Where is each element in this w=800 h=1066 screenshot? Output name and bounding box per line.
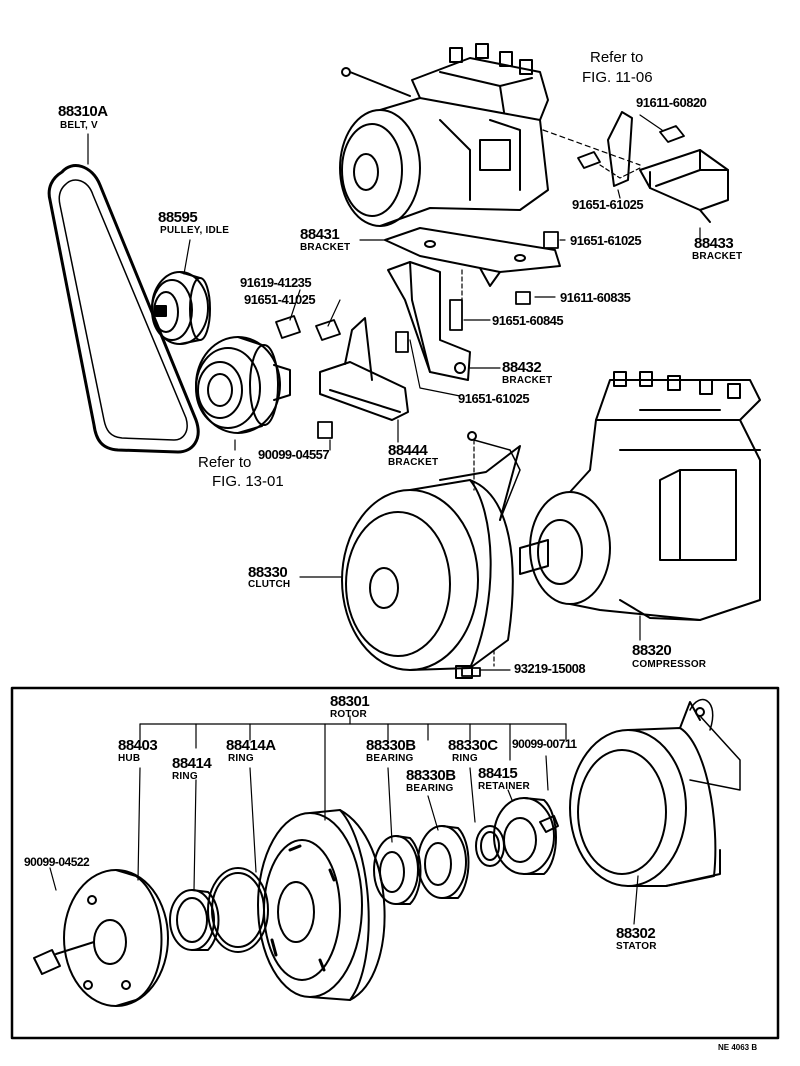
- bracket-88432-name: BRACKET: [502, 375, 553, 386]
- fastener-90099-00711: 90099-00711: [512, 737, 577, 751]
- fasteners-drawing: [275, 125, 685, 677]
- bearing-upper-name: BEARING: [366, 753, 414, 764]
- bracket-88431-number: 88431: [300, 226, 340, 243]
- idle-pulley-drawing: [151, 271, 211, 345]
- retainer-number: 88415: [478, 765, 518, 782]
- crank-pulley-drawing: [195, 336, 291, 434]
- fastener-93219-15008: 93219-15008: [514, 661, 586, 676]
- bracket-88432-number: 88432: [502, 359, 542, 376]
- ref-fig-13-01-line1: Refer to: [198, 454, 252, 471]
- fastener-91651-61025-c: 91651-61025: [458, 391, 530, 406]
- stator-name: STATOR: [616, 941, 657, 952]
- compressor-name: COMPRESSOR: [632, 659, 707, 670]
- fastener-91651-60845: 91651-60845: [492, 313, 564, 328]
- clutch-name: CLUTCH: [248, 579, 291, 590]
- bracket-fig-11-06-drawing: [607, 111, 633, 187]
- rotor-number: 88301: [330, 693, 370, 710]
- ring-88330c-name: RING: [452, 753, 478, 764]
- hub-number: 88403: [118, 737, 158, 754]
- ref-fig-11-06-line2: FIG. 11-06: [582, 69, 653, 86]
- stator-number: 88302: [616, 925, 656, 942]
- fastener-91611-60835: 91611-60835: [560, 290, 631, 305]
- bearing-lower-number: 88330B: [406, 767, 456, 784]
- ring-88414a-number: 88414A: [226, 737, 276, 754]
- rotor-drawing: [257, 809, 386, 1001]
- upper-compressor-drawing: [339, 43, 549, 227]
- bracket-88432-drawing: [387, 261, 471, 381]
- bracket-88433-number: 88433: [694, 235, 734, 252]
- fastener-91651-61025-b: 91651-61025: [570, 233, 642, 248]
- fastener-91651-61025-a: 91651-61025: [572, 197, 644, 212]
- hub-drawing: [33, 869, 169, 1007]
- ring-88414-number: 88414: [172, 755, 212, 772]
- bracket-88444-name: BRACKET: [388, 457, 439, 468]
- bearing-upper-number: 88330B: [366, 737, 416, 754]
- clutch-drawing: [341, 431, 521, 679]
- ref-fig-13-01-line2: FIG. 13-01: [212, 473, 284, 490]
- fastener-91619-41235: 91619-41235: [240, 275, 312, 290]
- compressor-drawing: [519, 371, 761, 621]
- stator-drawing: [569, 698, 741, 887]
- bracket-88433-name: BRACKET: [692, 251, 743, 262]
- idle-pulley-name: PULLEY, IDLE: [160, 225, 230, 236]
- bearing-lower-name: BEARING: [406, 783, 454, 794]
- rotor-group-leaders: [49, 715, 639, 925]
- fastener-91651-41025: 91651-41025: [244, 292, 316, 307]
- compressor-number: 88320: [632, 642, 672, 659]
- retainer-name: RETAINER: [478, 781, 530, 792]
- bracket-88444-number: 88444: [388, 442, 428, 459]
- bracket-88431-drawing: [384, 227, 561, 287]
- v-belt-drawing: [47, 164, 200, 454]
- idle-pulley-number: 88595: [158, 209, 198, 226]
- hub-name: HUB: [118, 753, 141, 764]
- belt-number: 88310A: [58, 103, 108, 120]
- fastener-90099-04522: 90099-04522: [24, 855, 90, 869]
- ring-88330c-number: 88330C: [448, 737, 498, 754]
- leader-lines-upper: [87, 114, 701, 671]
- ref-fig-11-06-line1: Refer to: [590, 49, 644, 66]
- rings-drawing: [169, 867, 269, 953]
- drawing-code: NE 4063 B: [718, 1043, 758, 1052]
- bracket-88431-name: BRACKET: [300, 242, 351, 253]
- exploded-view-frame: [10, 686, 780, 1040]
- clutch-number: 88330: [248, 564, 288, 581]
- ring-88414-name: RING: [172, 771, 198, 782]
- bracket-88433-drawing: [639, 149, 729, 223]
- fastener-91611-60820: 91611-60820: [636, 95, 707, 110]
- retainer-drawing: [475, 797, 559, 875]
- bearings-drawing: [373, 825, 470, 905]
- fastener-90099-04557: 90099-04557: [258, 447, 330, 462]
- rotor-name: ROTOR: [330, 709, 367, 720]
- belt-name: BELT, V: [60, 120, 98, 131]
- ring-88414a-name: RING: [228, 753, 254, 764]
- bracket-88444-drawing: [319, 317, 409, 421]
